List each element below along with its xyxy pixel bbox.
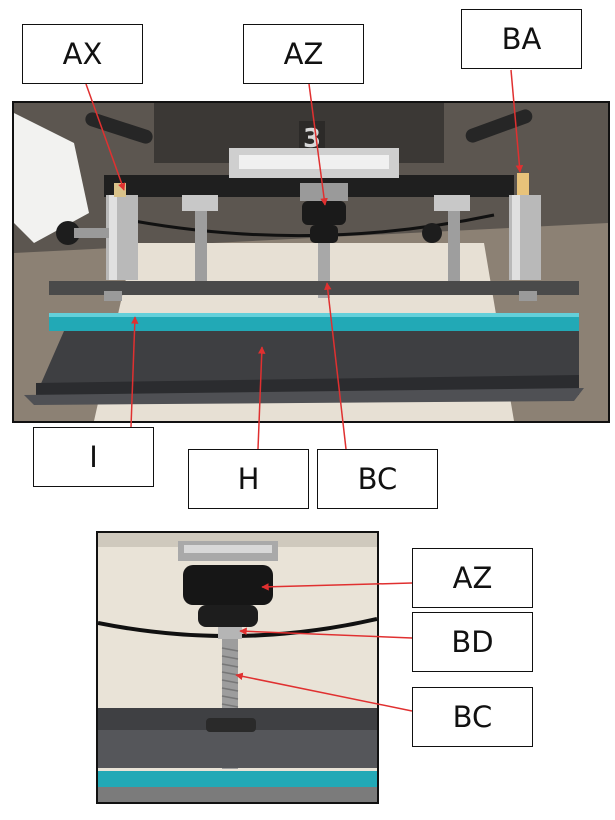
label-bc-detail: BC <box>412 687 533 747</box>
label-h: H <box>188 449 309 509</box>
label-az-detail: AZ <box>412 548 533 608</box>
label-bd: BD <box>412 612 533 672</box>
assembly-photo: 3 <box>12 101 610 423</box>
label-i: I <box>33 427 154 487</box>
label-bc-top: BC <box>317 449 438 509</box>
label-ba: BA <box>461 9 582 69</box>
detail-photo <box>96 531 379 804</box>
label-ax: AX <box>22 24 143 84</box>
label-az-top: AZ <box>243 24 364 84</box>
